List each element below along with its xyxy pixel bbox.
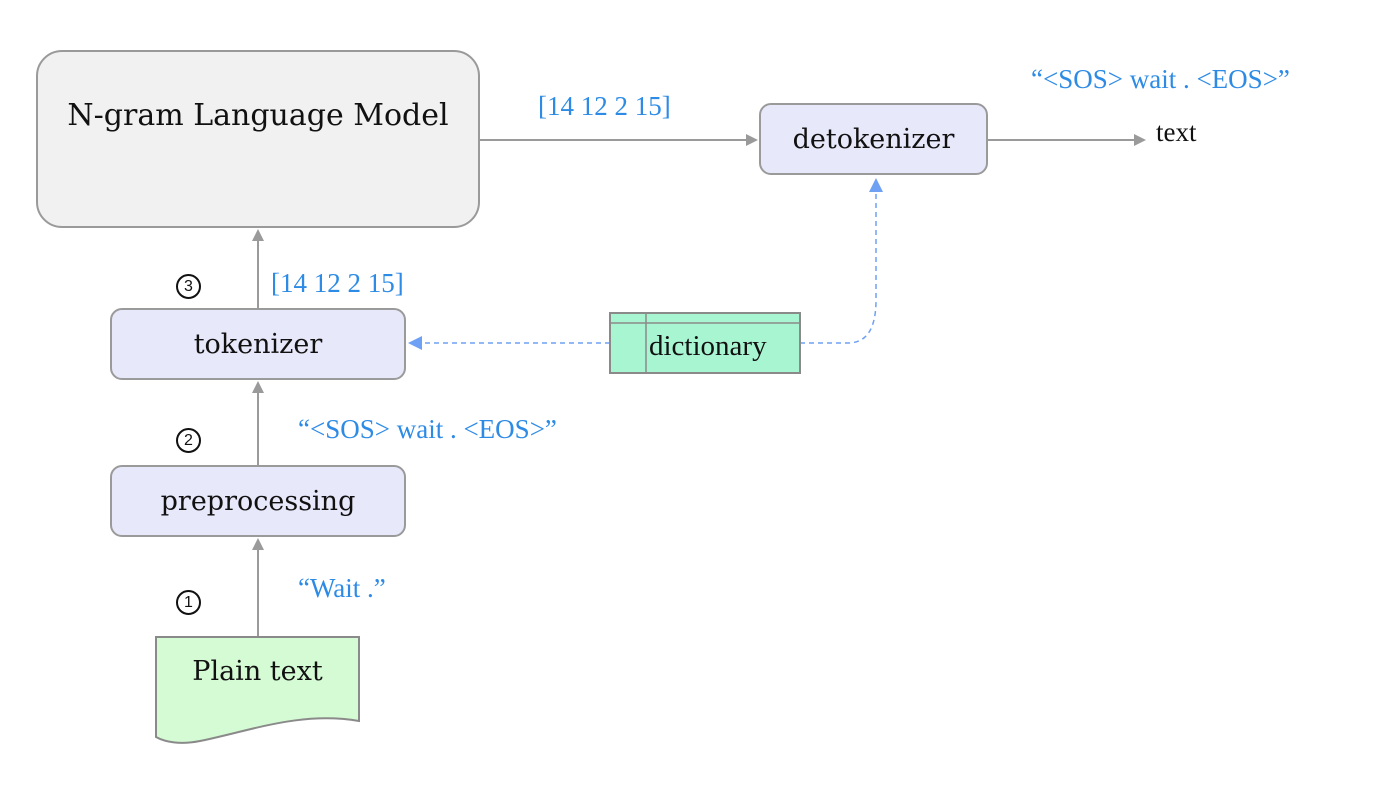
plain-text-document (155, 636, 360, 744)
plain-text-label: Plain text (192, 656, 323, 687)
text-output-label: text (1156, 117, 1197, 147)
step-2-marker: 2 (176, 428, 201, 453)
dictionary-label: dictionary (649, 330, 767, 362)
step-1-marker: 1 (176, 590, 201, 615)
preprocessing-node: preprocessing (110, 465, 406, 537)
tokenizer-output-ids-label: [14 12 2 15] (271, 268, 404, 298)
ngram-model-label: N-gram Language Model (67, 98, 449, 133)
dashed-arrow-dictionary-to-detokenizer (800, 178, 883, 344)
model-output-ids-label: [14 12 2 15] (538, 91, 671, 121)
detokenizer-output-value-label: “<SOS> wait . <EOS>” (1031, 64, 1290, 94)
detokenizer-label: detokenizer (792, 123, 955, 155)
tokenizer-label: tokenizer (193, 328, 323, 360)
step-3-marker: 3 (176, 274, 201, 299)
dictionary-table (609, 312, 801, 374)
preprocessing-label: preprocessing (160, 485, 356, 517)
detokenizer-node: detokenizer (759, 103, 988, 175)
preprocessed-text-label: “<SOS> wait . <EOS>” (298, 414, 557, 444)
ngram-model-node: N-gram Language Model (36, 50, 480, 228)
raw-input-label: “Wait .” (298, 573, 386, 603)
tokenizer-node: tokenizer (110, 308, 406, 380)
